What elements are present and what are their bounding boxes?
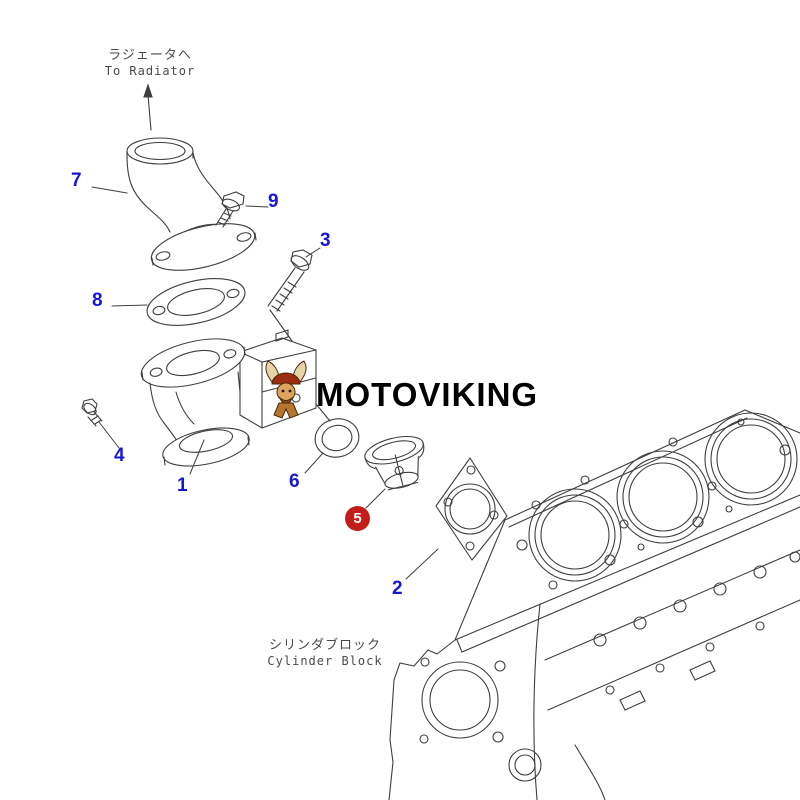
callout-8: 8 — [92, 290, 103, 311]
part-9-bolt — [215, 191, 245, 228]
callout-9: 9 — [268, 191, 279, 212]
part-2-gasket — [435, 457, 508, 561]
part-7-outlet-pipe — [126, 137, 257, 271]
part-4-bolt — [81, 398, 103, 427]
callout-6: 6 — [289, 471, 300, 492]
to-radiator-label-jp: ラジェータへ — [108, 48, 192, 63]
callout-2: 2 — [392, 578, 403, 599]
callout-1: 1 — [177, 475, 188, 496]
to-radiator-label: ラジェータへ To Radiator — [80, 48, 220, 79]
cylinder-block-drawing — [388, 409, 800, 800]
to-radiator-label-en: To Radiator — [104, 64, 196, 78]
cylinder-block-label-en: Cylinder Block — [267, 654, 383, 668]
part-5-thermostat — [364, 435, 425, 491]
cylinder-block-label: シリンダブロック Cylinder Block — [245, 638, 405, 669]
motoviking-mascot-icon — [265, 360, 307, 419]
part-3-bolt — [267, 249, 313, 342]
radiator-arrow-icon — [143, 83, 153, 131]
leader-lines — [91, 186, 439, 580]
callout-7: 7 — [71, 170, 82, 191]
part-6-seal-ring — [314, 418, 360, 458]
callout-4: 4 — [114, 445, 125, 466]
part-1-thermostat-housing — [140, 329, 331, 467]
brand-logo-text: MOTOVIKING — [316, 376, 539, 413]
callout-5-badge: 5 — [345, 506, 370, 531]
part-8-gasket — [146, 278, 246, 326]
callout-3: 3 — [320, 230, 331, 251]
cylinder-block-label-jp: シリンダブロック — [268, 638, 381, 653]
